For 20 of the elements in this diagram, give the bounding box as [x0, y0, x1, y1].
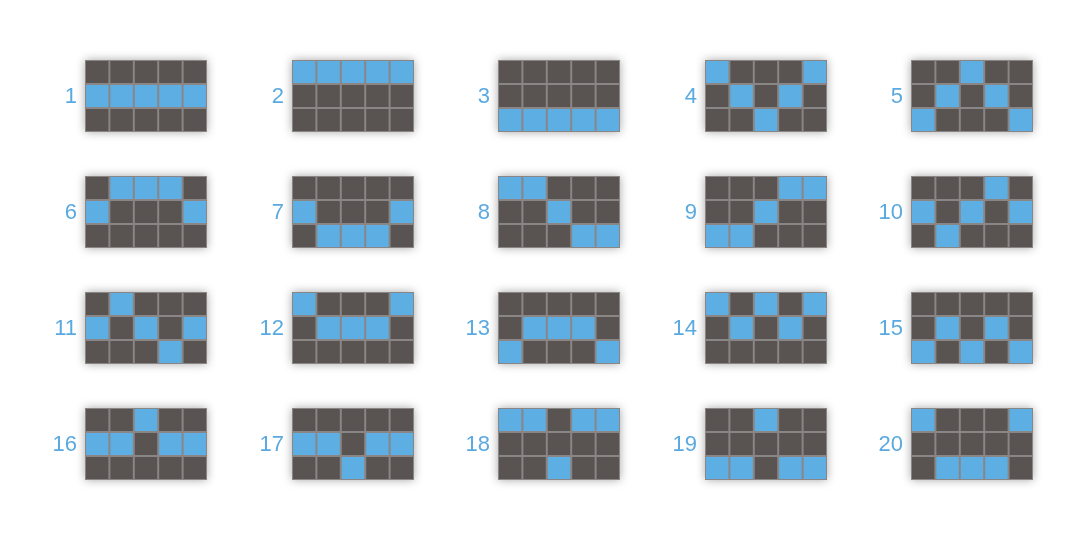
payline-number: 1	[63, 82, 77, 110]
payline-number: 6	[63, 198, 77, 226]
payline-number: 3	[476, 82, 490, 110]
payline-number: 10	[877, 198, 903, 226]
payline-number: 12	[258, 314, 284, 342]
payline-number: 4	[683, 82, 697, 110]
payline-number: 16	[51, 430, 77, 458]
payline-number: 11	[53, 314, 77, 342]
payline-number: 14	[671, 314, 697, 342]
payline-number: 20	[877, 430, 903, 458]
payline-number: 13	[464, 314, 490, 342]
payline-number: 5	[889, 82, 903, 110]
payline-number: 9	[683, 198, 697, 226]
payline-number: 18	[464, 430, 490, 458]
payline-number: 7	[270, 198, 284, 226]
payline-number: 15	[877, 314, 903, 342]
payline-number: 19	[671, 430, 697, 458]
payline-number: 2	[270, 82, 284, 110]
payline-number: 17	[258, 430, 284, 458]
payline-number: 8	[476, 198, 490, 226]
